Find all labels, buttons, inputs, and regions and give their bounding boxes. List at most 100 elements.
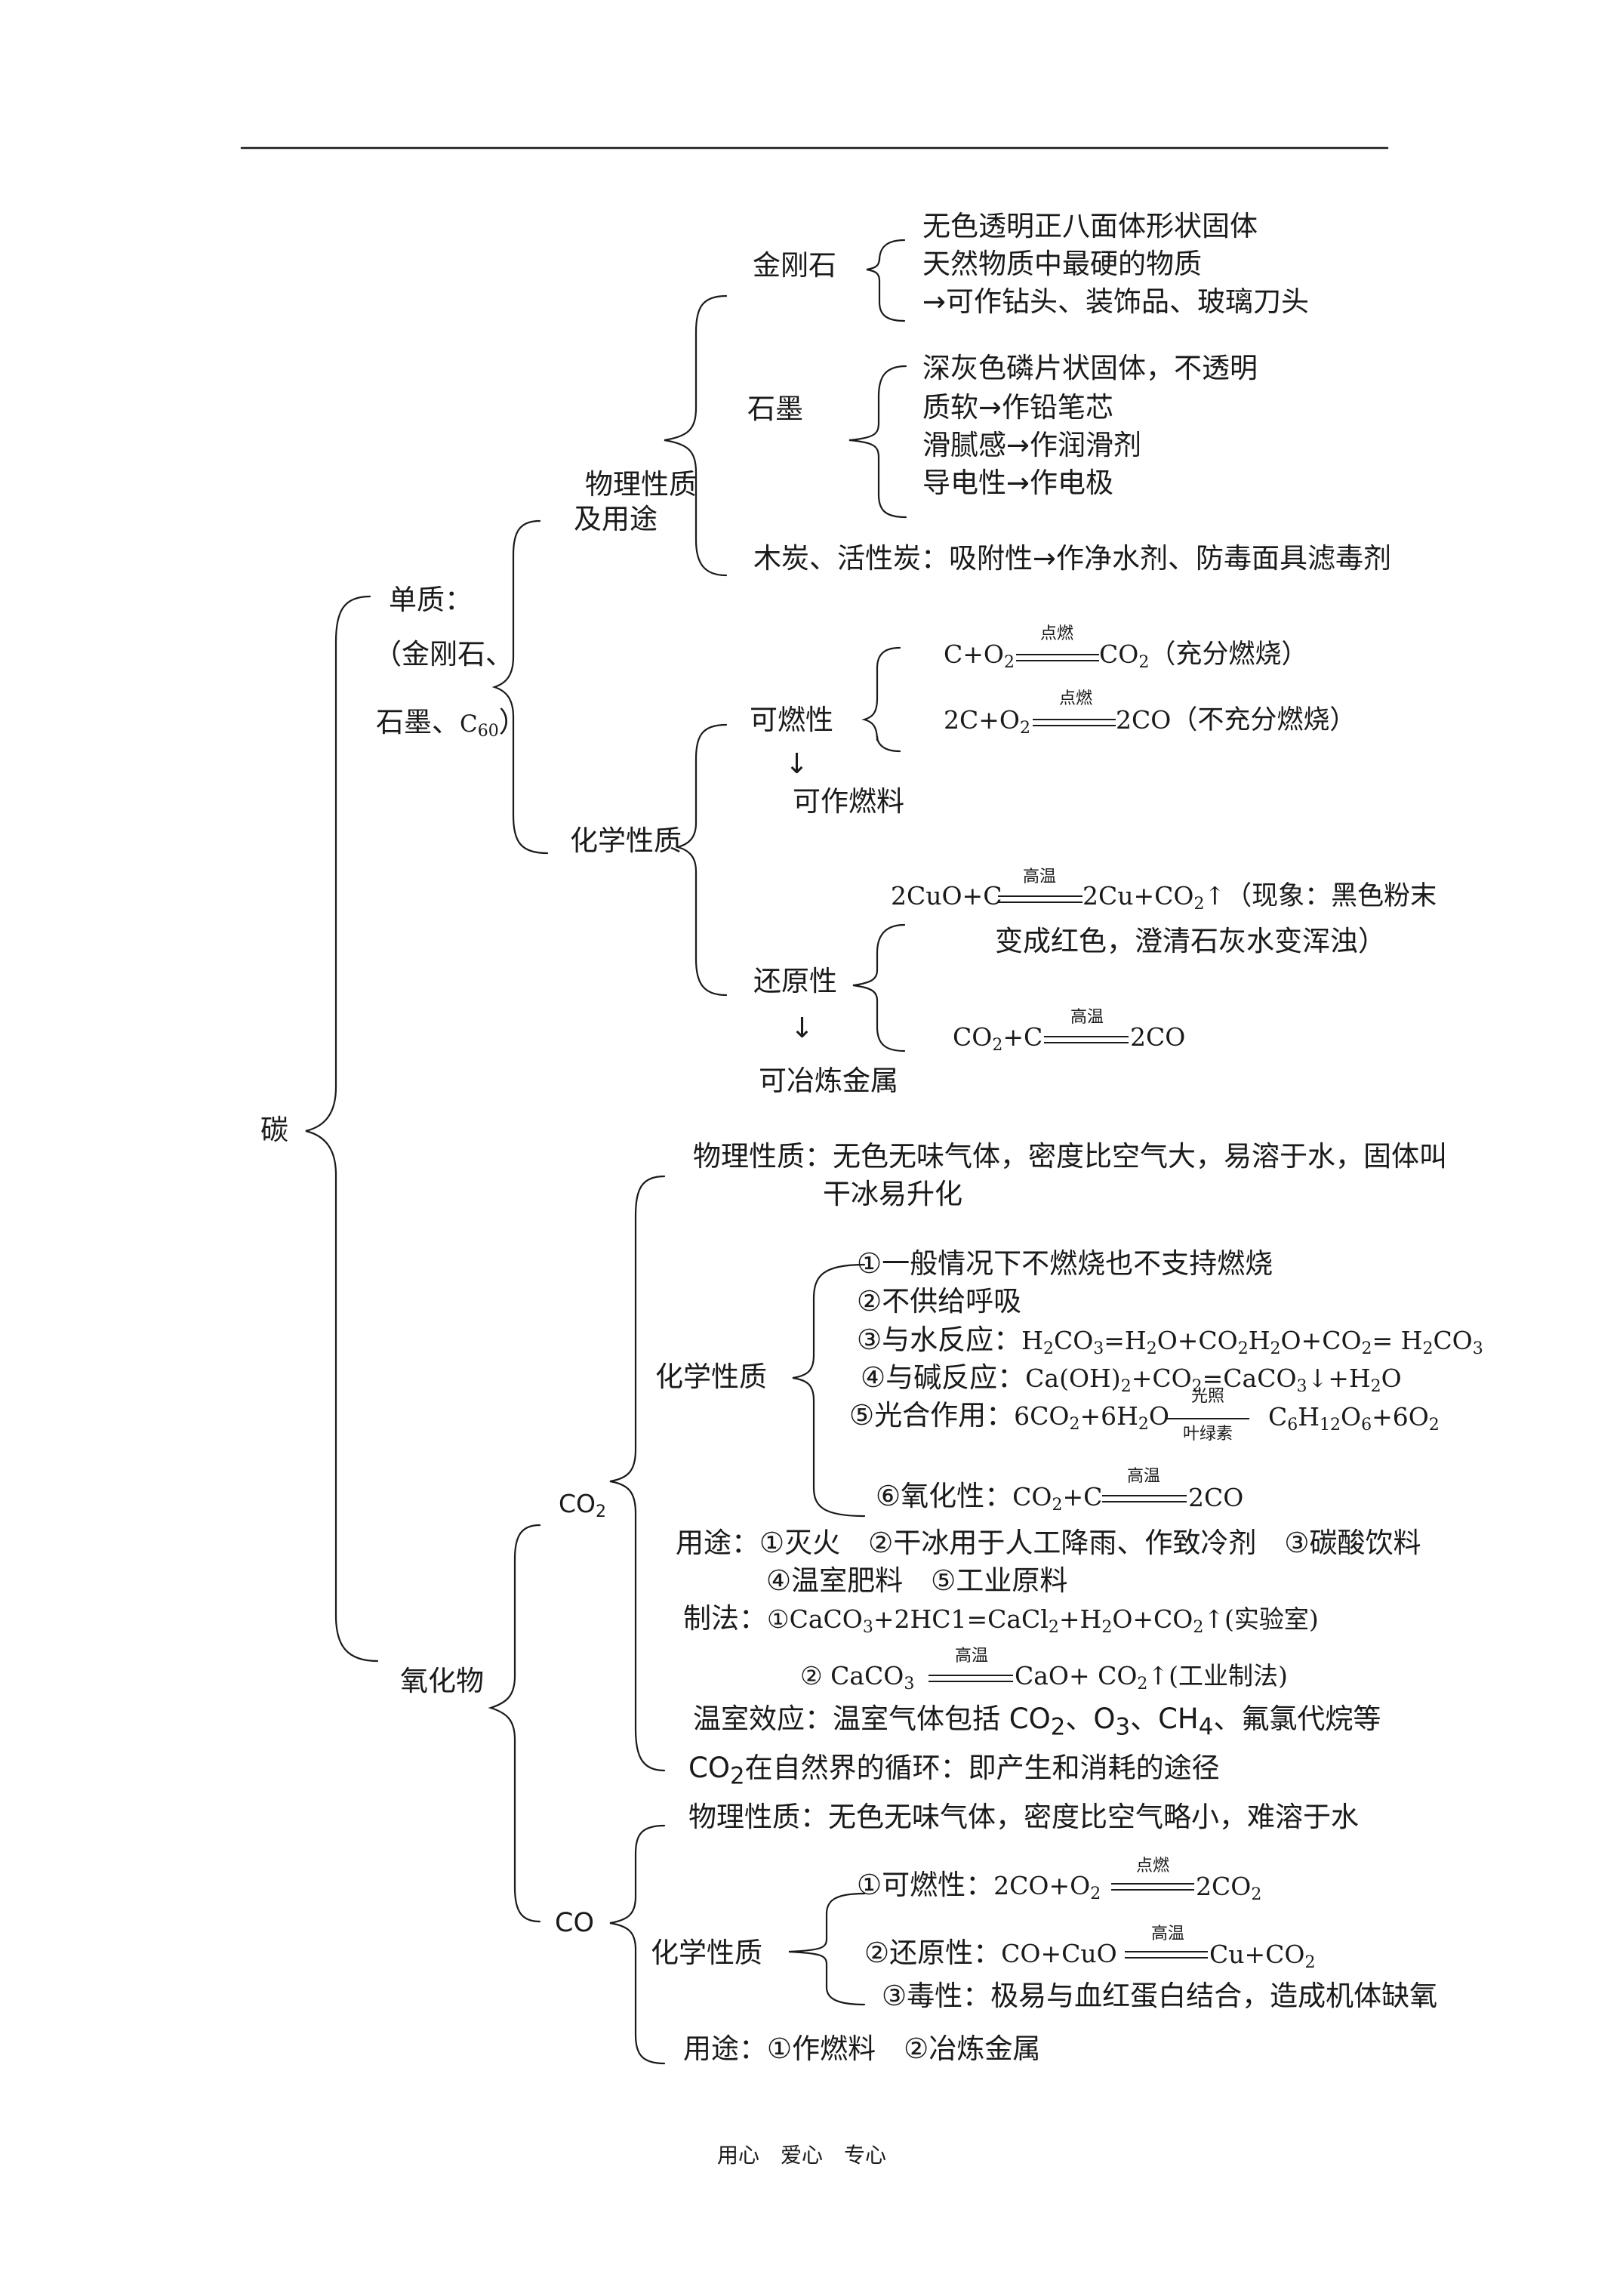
co-c3: ③毒性：极易与血红蛋白结合，造成机体缺氧 xyxy=(882,1980,1438,2012)
page-footer: 用心 爱心 专心 xyxy=(717,2143,887,2168)
co2-c3-eq: H2CO3=H2O+CO2H2O+CO2= H2CO3 xyxy=(1021,1326,1483,1358)
chemical-label: 化学性质 xyxy=(570,824,682,857)
co2-chemical: 化学性质 xyxy=(655,1361,767,1393)
co2-prep2-sign xyxy=(929,1675,1013,1682)
co-use: 用途：①作燃料 ②冶炼金属 xyxy=(683,2032,1041,2065)
co2-name: CO2 xyxy=(559,1489,607,1521)
reducing-use: 可冶炼金属 xyxy=(759,1065,898,1097)
simple-head: 单质： xyxy=(389,584,473,616)
co2-prep2-cond: 高温 xyxy=(954,1647,988,1666)
co-physical: 物理性质：无色无味气体，密度比空气略小，难溶于水 xyxy=(688,1801,1359,1833)
red-eq1-rhs: 2Cu+CO2↑（现象：黑色粉末 xyxy=(1083,881,1437,914)
red-eq2-lhs: CO2+C xyxy=(953,1022,1043,1055)
reducing-name: 还原性 xyxy=(753,965,837,997)
red-eq1-lhs: 2CuO+C xyxy=(891,881,1002,911)
co2-c1: ①一般情况下不燃烧也不支持燃烧 xyxy=(857,1247,1273,1280)
comb-eq2-cond: 点燃 xyxy=(1058,689,1092,708)
co2-chemical-brace xyxy=(792,1263,866,1518)
diamond-prop-1: 无色透明正八面体形状固体 xyxy=(922,210,1258,242)
co-c2-lhs: CO+CuO xyxy=(1001,1939,1117,1968)
charcoal-line: 木炭、活性炭：吸附性→作净水剂、防毒面具滤毒剂 xyxy=(753,542,1392,575)
co-chemical: 化学性质 xyxy=(651,1937,762,1969)
co2-c4: ④与碱反应：Ca(OH)2+CO2=CaCO3↓+H2O xyxy=(861,1361,1402,1396)
graphite-name: 石墨 xyxy=(747,393,803,425)
simple-items-a: （金刚石、 xyxy=(374,638,513,670)
co2-prep-1: 制法：①CaCO3+2HC1=CaCl2+H2O+CO2↑(实验室) xyxy=(683,1602,1319,1637)
co2-c6-cond: 高温 xyxy=(1126,1467,1160,1486)
co2-brace xyxy=(609,1175,666,1772)
diamond-name: 金刚石 xyxy=(753,249,836,282)
co-c2: ②还原性：CO+CuO xyxy=(864,1937,1117,1969)
co-name: CO xyxy=(555,1908,594,1938)
co2-prep1-eq: ①CaCO3+2HC1=CaCl2+H2O+CO2↑(实验室) xyxy=(767,1604,1319,1637)
co-c1-lhs: 2CO+O2 xyxy=(993,1871,1101,1903)
co2-c6-lhs: CO2+C xyxy=(1012,1482,1103,1515)
co2-c5-cond-top: 光照 xyxy=(1190,1387,1224,1406)
reducing-arrow: ↓ xyxy=(790,1012,815,1044)
co2-c4-eq: Ca(OH)2+CO2=CaCO3↓+H2O xyxy=(1025,1364,1402,1396)
c60-paren: ） xyxy=(498,706,527,738)
physical-label-b: 及用途 xyxy=(574,503,658,535)
co2-c6-rhs: 2CO xyxy=(1188,1483,1244,1512)
red-eq2-sign xyxy=(1044,1036,1129,1043)
root-label: 碳 xyxy=(260,1114,288,1146)
diamond-prop-3: →可作钻头、装饰品、玻璃刀头 xyxy=(922,285,1310,318)
comb-eq1-cond: 点燃 xyxy=(1039,624,1073,643)
oxide-brace xyxy=(488,1524,541,1923)
simple-items-b: 石墨、C60） xyxy=(376,706,527,748)
diamond-prop-2: 天然物质中最硬的物质 xyxy=(922,248,1202,280)
co-brace xyxy=(609,1824,666,2065)
graphite-prop-2: 质软→作铅笔芯 xyxy=(922,391,1114,424)
red-eq1-cond: 高温 xyxy=(1022,868,1056,886)
co2-c5-cond-bottom: 叶绿素 xyxy=(1182,1425,1233,1444)
co2-c5-lhs: 6CO2+6H2O xyxy=(1014,1401,1169,1434)
graphite-prop-3: 滑腻感→作润滑剂 xyxy=(922,429,1142,461)
co2-physical-a: 物理性质：无色无味气体，密度比空气大，易溶于水，固体叫 xyxy=(693,1140,1447,1173)
co2-c5-sign xyxy=(1166,1418,1249,1419)
co2-prep2-rhs: CaO+ CO2↑(工业制法) xyxy=(1015,1661,1288,1693)
combustible-arrow: ↓ xyxy=(785,747,809,780)
physical-label-a: 物理性质 xyxy=(585,468,697,501)
co2-c5: ⑤光合作用：6CO2+6H2O xyxy=(849,1399,1169,1434)
co-c1: ①可燃性：2CO+O2 xyxy=(857,1869,1101,1903)
comb-eq1-lhs: C+O2 xyxy=(944,639,1015,672)
combustible-use: 可作燃料 xyxy=(793,785,904,818)
comb-eq2-lhs: 2C+O2 xyxy=(944,705,1030,738)
diamond-brace xyxy=(866,239,906,322)
co2-c2: ②不供给呼吸 xyxy=(857,1285,1022,1318)
co2-prep2-lhs: ② CaCO3 xyxy=(800,1661,915,1693)
simple-brace xyxy=(491,519,549,855)
chemical-brace xyxy=(675,723,728,997)
comb-eq1-rhs: CO2（充分燃烧） xyxy=(1099,639,1308,672)
comb-eq1-sign xyxy=(1016,654,1099,661)
co-c1-rhs: 2CO2 xyxy=(1196,1872,1262,1904)
physical-brace xyxy=(664,294,728,577)
reducing-brace xyxy=(852,923,906,1052)
c60-formula: C60 xyxy=(460,710,499,741)
red-eq1-note2: 变成红色，澄清石灰水变浑浊） xyxy=(995,925,1386,957)
co-chemical-brace xyxy=(788,1892,866,2006)
combustible-brace xyxy=(861,646,901,753)
co-c2-sign xyxy=(1125,1951,1208,1959)
co2-c6-sign xyxy=(1102,1495,1187,1502)
graphite-prop-1: 深灰色磷片状固体，不透明 xyxy=(922,352,1258,384)
co2-c3: ③与水反应：H2CO3=H2O+CO2H2O+CO2= H2CO3 xyxy=(857,1324,1483,1358)
comb-eq2-rhs: 2CO（不充分燃烧） xyxy=(1116,705,1357,735)
co2-c6: ⑥氧化性：CO2+C xyxy=(876,1480,1103,1515)
co-c1-cond: 点燃 xyxy=(1135,1857,1169,1875)
red-eq2-rhs: 2CO xyxy=(1130,1022,1186,1052)
red-eq1-sign xyxy=(998,895,1083,903)
comb-eq2-sign xyxy=(1033,719,1116,726)
co2-use-b: ④温室肥料 ⑤工业原料 xyxy=(766,1564,1068,1597)
graphite-brace xyxy=(848,365,907,519)
simple-items-b-text: 石墨、 xyxy=(376,706,460,738)
co-c2-cond: 高温 xyxy=(1150,1925,1184,1943)
co2-c5-rhs: C6H12O6+6O2 xyxy=(1268,1402,1440,1435)
co2-physical-b: 干冰易升化 xyxy=(823,1178,962,1210)
co2-greenhouse: 温室效应：温室气体包括 CO2、O3、CH4、氟氯代烷等 xyxy=(693,1703,1381,1741)
co-c2-rhs: Cu+CO2 xyxy=(1209,1940,1316,1972)
co2-use-a: 用途：①灭火 ②干冰用于人工降雨、作致冷剂 ③碳酸饮料 xyxy=(676,1527,1421,1559)
co2-cycle: CO2在自然界的循环：即产生和消耗的途径 xyxy=(688,1752,1220,1790)
